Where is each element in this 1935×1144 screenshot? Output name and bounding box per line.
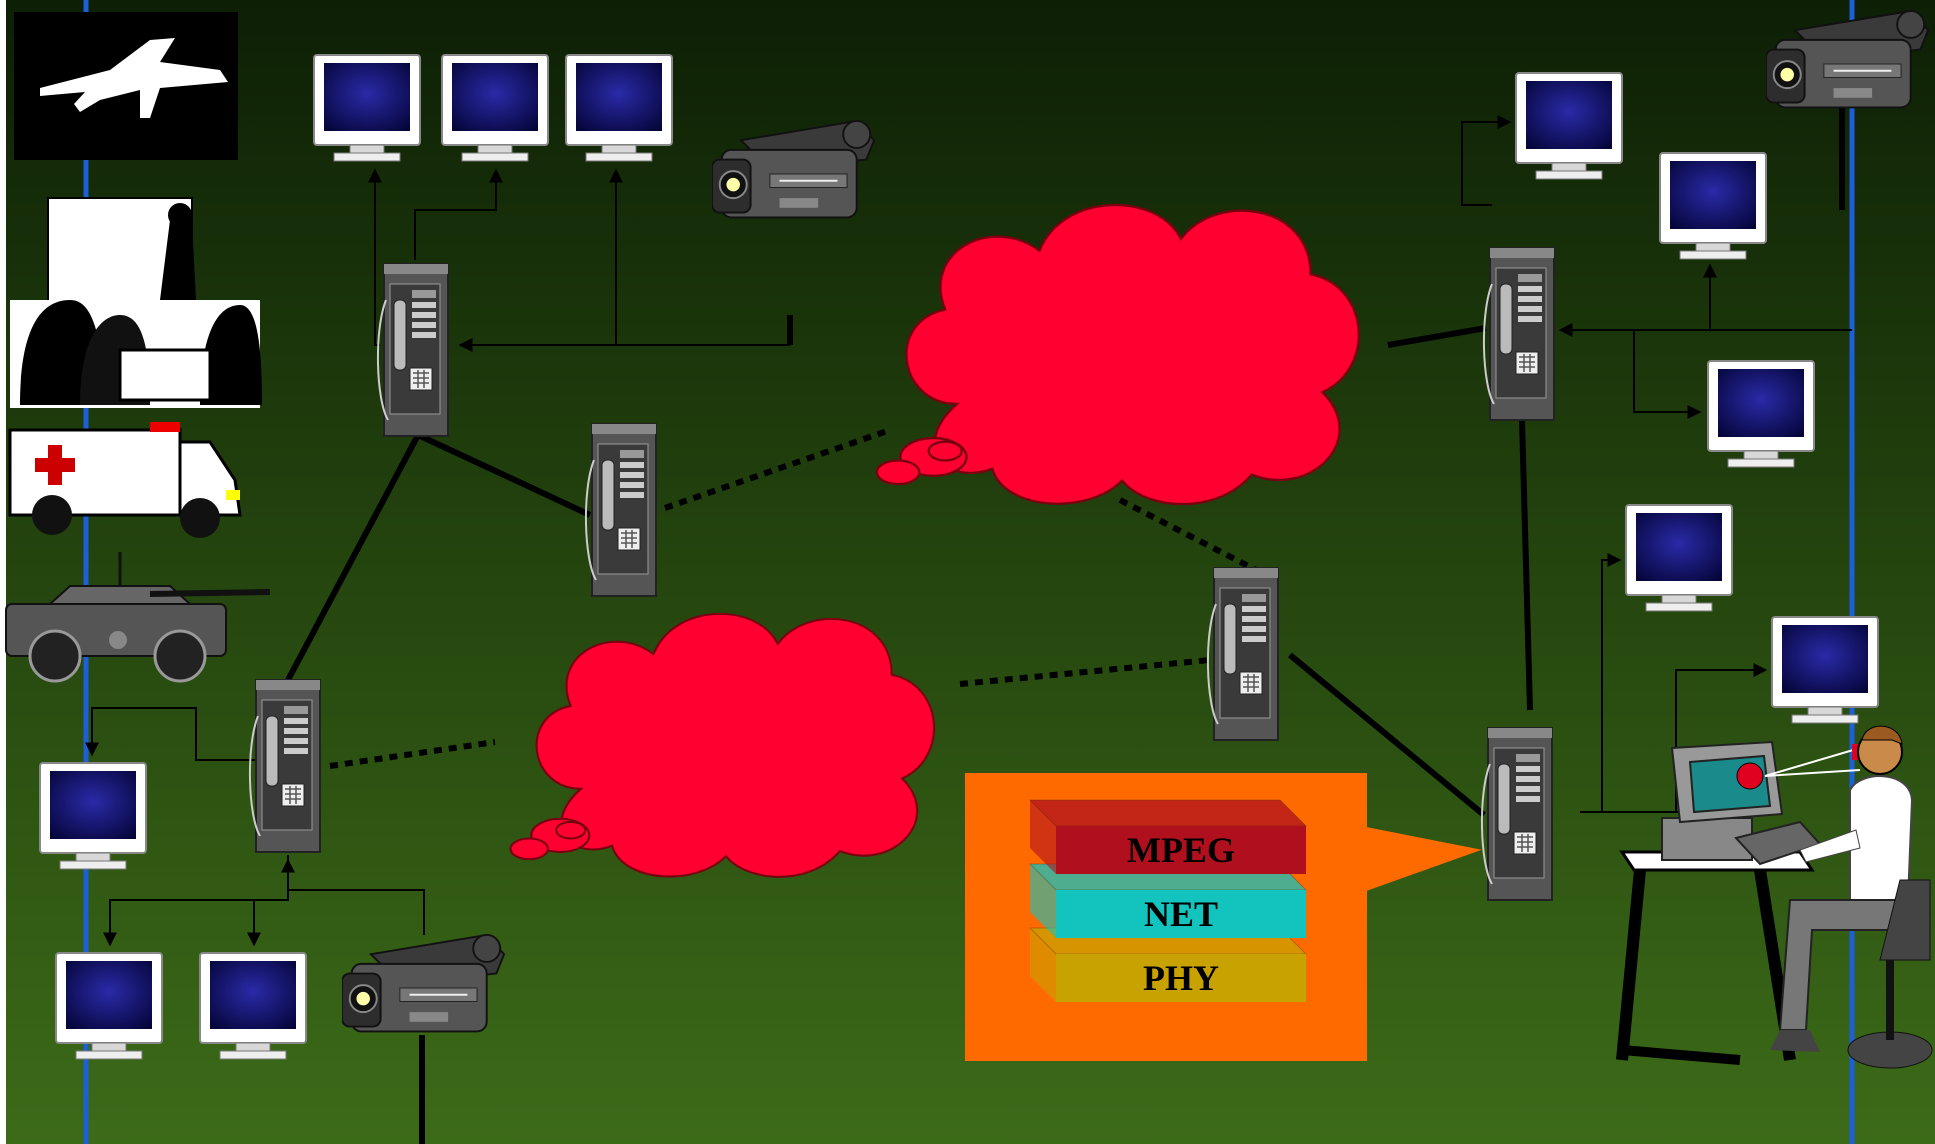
monitor-icon: [312, 53, 422, 163]
stack-layer-net: NET: [1028, 863, 1308, 938]
monitor-icon: [1624, 503, 1734, 613]
monitor-icon: [440, 53, 550, 163]
switch-icon: [1480, 726, 1554, 902]
ambulance-icon: [8, 422, 242, 538]
stack-layer-label: NET: [1144, 894, 1218, 934]
dotted-links: [329, 427, 1262, 769]
monitor-icon: [564, 53, 674, 163]
switch-icon: [584, 423, 657, 597]
protocol-stack-callout: PHY NET MPEG: [965, 773, 1482, 1061]
monitor-icon: [1706, 359, 1816, 469]
switch-icon: [1482, 247, 1555, 421]
monitor-icon: [1770, 615, 1880, 725]
meeting-icon: [10, 197, 262, 408]
monitor-icon: [1514, 71, 1624, 181]
switch-icon: [1206, 567, 1279, 741]
monitor-icon: [54, 951, 164, 1061]
monitor-icon: [38, 761, 148, 871]
operator-workstation-icon: [1616, 725, 1933, 1069]
switch-icon: [376, 263, 449, 437]
stack-layer-phy: PHY: [1028, 927, 1308, 1002]
armored-vehicle-icon: [5, 552, 271, 683]
stack-layer-label: MPEG: [1127, 830, 1235, 870]
monitor-icon: [1658, 151, 1768, 261]
stack-layer-label: PHY: [1143, 958, 1219, 998]
airplane-icon: [14, 12, 238, 160]
switch-icon: [248, 679, 321, 853]
stack-layer-mpeg: MPEG: [1028, 799, 1308, 874]
monitor-icon: [198, 951, 308, 1061]
solid-links: [285, 95, 1845, 1144]
